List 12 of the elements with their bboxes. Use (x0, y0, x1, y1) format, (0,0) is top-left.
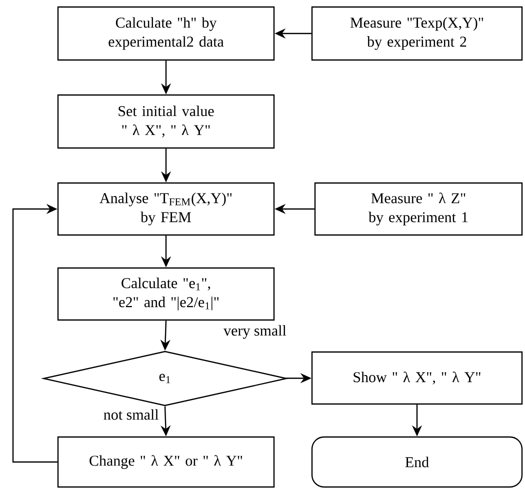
process-box: Measure "Texp(X,Y)" by experiment 2 (311, 6, 523, 61)
process-box: Measure " λ Z" by experiment 1 (314, 182, 523, 236)
process-box: Calculate "h" by experimental2 data (57, 6, 275, 61)
process-box: Analyse "T$_{FEM}$(X,Y)" by FEM (57, 182, 275, 236)
terminal-box: End (311, 436, 523, 488)
process-box: Calculate "e$_{1}$", "e2" and "|e2/e$_{1}$|" (57, 267, 275, 321)
edge-label: very small (222, 324, 288, 340)
edge-label: not small (102, 408, 160, 421)
process-box: Show " λ X", " λ Y" (311, 351, 523, 405)
process-box: Change " λ X" or " λ Y" (57, 436, 275, 488)
arrow (12, 204, 58, 463)
process-box: Set initial value " λ X", " λ Y" (57, 94, 275, 149)
